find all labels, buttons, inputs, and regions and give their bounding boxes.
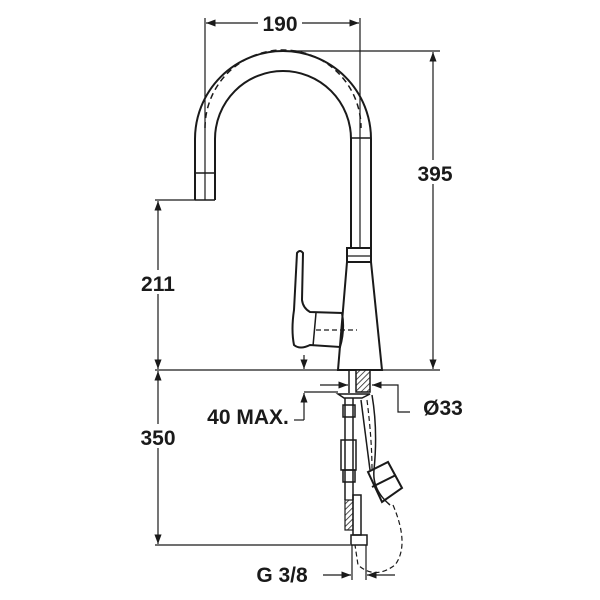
dimension-spout-clearance: 211 — [134, 199, 195, 369]
dimension-total-height: 395 — [283, 50, 458, 369]
dimension-label-o33: Ø33 — [423, 397, 463, 420]
dimension-label-395: 395 — [417, 163, 452, 186]
dimension-counter-thickness: 40 MAX. — [207, 355, 338, 429]
dimension-label-190: 190 — [262, 13, 297, 36]
dimension-hole-diameter: Ø33 — [320, 381, 463, 420]
dimension-under-counter: 350 — [134, 371, 350, 546]
dimension-label-211: 211 — [141, 273, 175, 296]
dimension-label-350: 350 — [140, 427, 175, 450]
dimension-label-g38: G 3/8 — [256, 564, 308, 587]
under-counter-fittings — [335, 369, 404, 580]
dimension-spout-reach: 190 — [204, 13, 361, 248]
dimension-label-40-max: 40 MAX. — [207, 406, 289, 429]
spout — [194, 49, 372, 248]
dimension-thread: G 3/8 — [256, 564, 395, 587]
tap-body — [336, 247, 384, 371]
lever-handle — [291, 250, 357, 349]
